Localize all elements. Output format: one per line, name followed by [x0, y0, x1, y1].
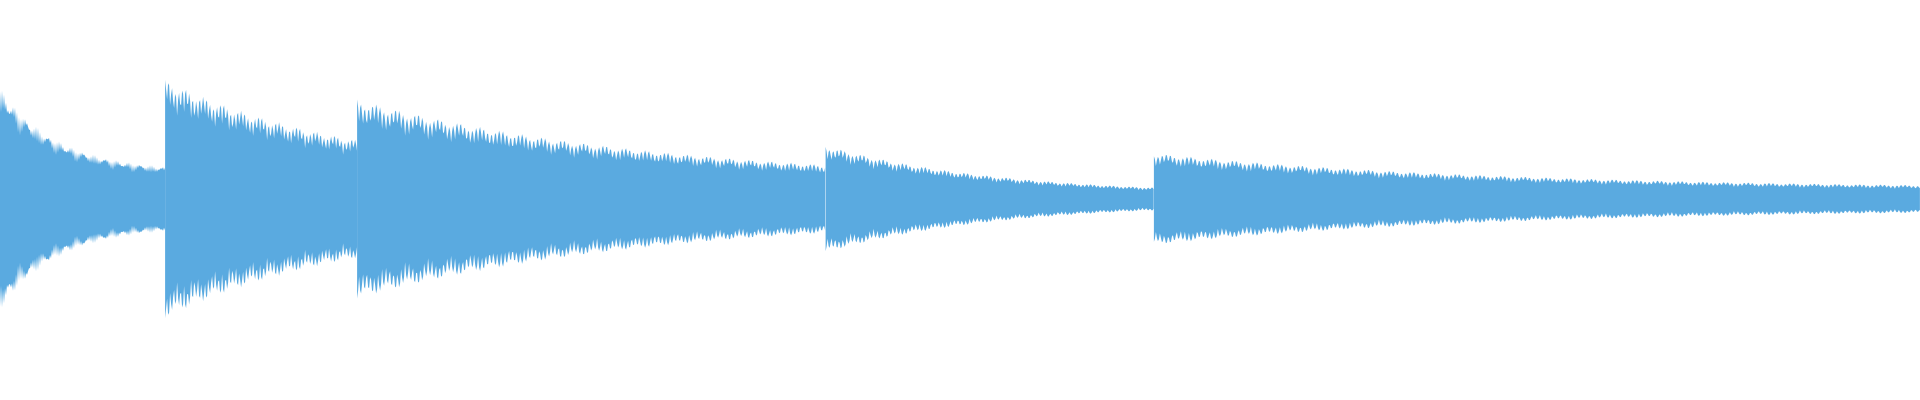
waveform-segment-1: [0, 90, 165, 308]
waveform-segment-2: [165, 79, 358, 319]
waveform-segment-4: [825, 146, 1154, 252]
waveform-segment-3: [357, 99, 826, 299]
waveform-segment-5: [1153, 154, 1920, 244]
waveform-segments: [0, 79, 1920, 319]
